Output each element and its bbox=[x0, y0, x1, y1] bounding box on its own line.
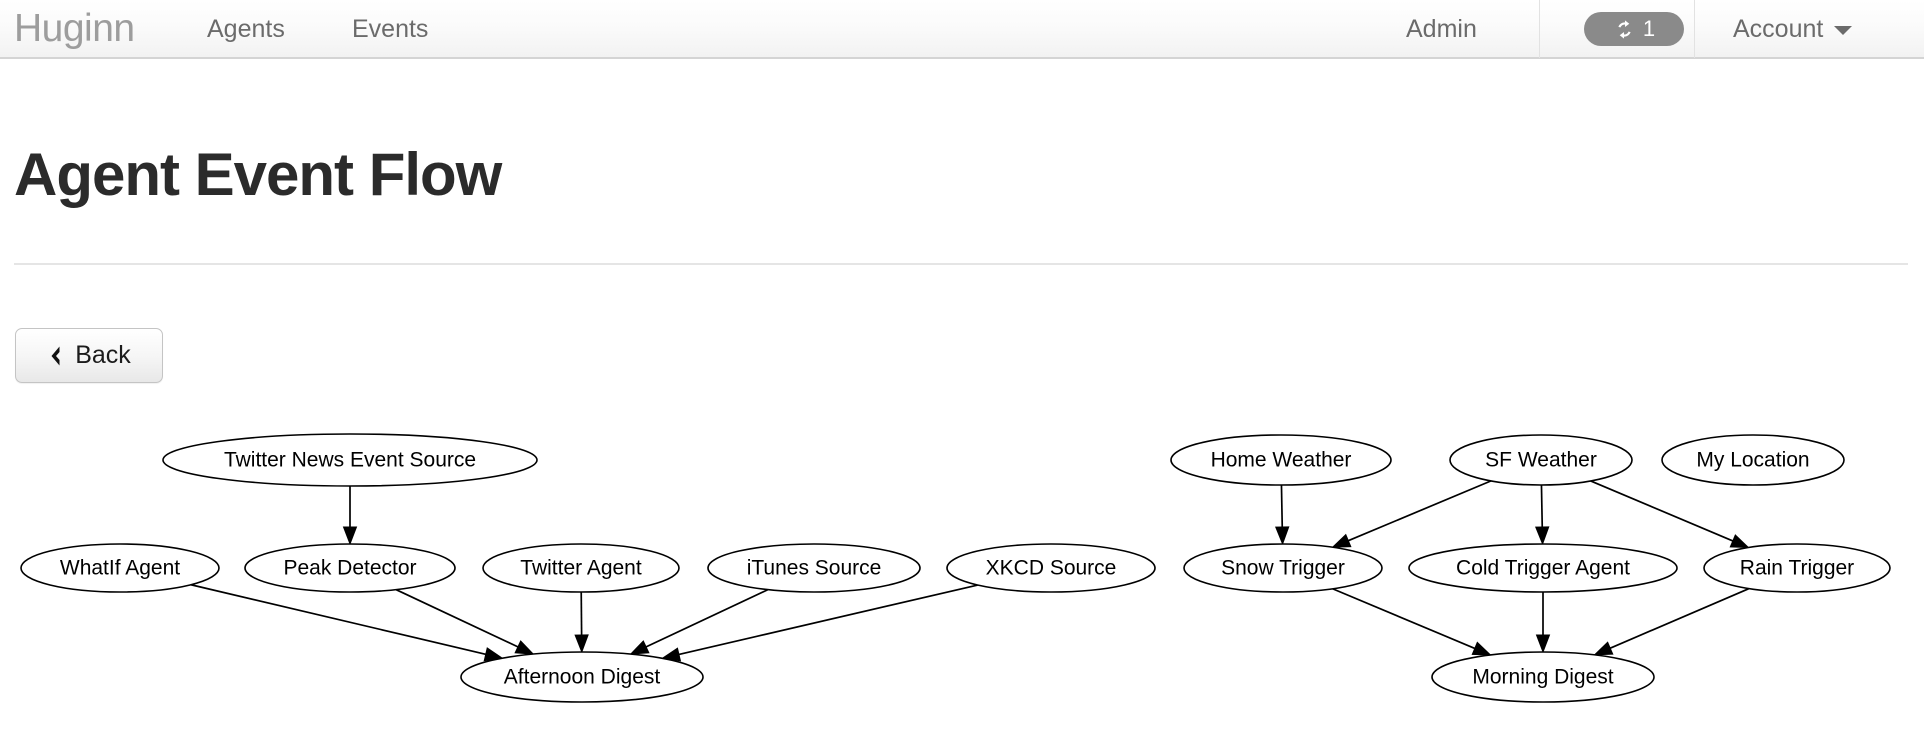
back-button[interactable]: Back bbox=[15, 328, 163, 383]
graph-node-itunes_source[interactable]: iTunes Source bbox=[707, 543, 921, 593]
graph-edge-arrowhead bbox=[514, 640, 535, 655]
graph-node-cold_trigger_agent[interactable]: Cold Trigger Agent bbox=[1408, 543, 1678, 593]
node-label: Morning Digest bbox=[1472, 666, 1613, 689]
node-label: Peak Detector bbox=[283, 557, 416, 580]
graph-edges bbox=[190, 480, 1750, 662]
graph-edge bbox=[1609, 587, 1750, 649]
graph-edge-arrowhead bbox=[1331, 533, 1352, 548]
node-label: iTunes Source bbox=[747, 557, 882, 580]
graph-node-rain_trigger[interactable]: Rain Trigger bbox=[1703, 543, 1891, 593]
graph-edge bbox=[1347, 480, 1492, 542]
graph-edge bbox=[395, 588, 519, 648]
graph-node-morning_digest[interactable]: Morning Digest bbox=[1431, 651, 1655, 703]
header-divider bbox=[14, 263, 1908, 265]
node-shape bbox=[482, 543, 680, 593]
navbar-divider-left bbox=[1539, 0, 1540, 58]
graph-node-twitter_agent[interactable]: Twitter Agent bbox=[482, 543, 680, 593]
brand-logo[interactable]: Huginn bbox=[14, 7, 135, 50]
node-label: My Location bbox=[1696, 449, 1809, 472]
graph-edge bbox=[1590, 480, 1734, 542]
worker-status-badge[interactable]: 1 bbox=[1584, 12, 1684, 46]
node-shape bbox=[1170, 434, 1392, 486]
node-label: XKCD Source bbox=[986, 557, 1117, 580]
node-shape bbox=[1661, 434, 1845, 486]
account-menu[interactable]: Account bbox=[1733, 8, 1853, 50]
nav-link-admin[interactable]: Admin bbox=[1406, 15, 1477, 43]
top-navbar: Huginn Agents Events Admin 1 Account bbox=[0, 0, 1924, 59]
nav-link-events[interactable]: Events bbox=[352, 15, 429, 43]
worker-count: 1 bbox=[1642, 16, 1656, 41]
node-label: WhatIf Agent bbox=[60, 557, 180, 580]
node-label: Twitter News Event Source bbox=[224, 449, 476, 472]
node-label: Rain Trigger bbox=[1740, 557, 1854, 580]
graph-node-home_weather[interactable]: Home Weather bbox=[1170, 434, 1392, 486]
graph-edge-arrowhead bbox=[1471, 641, 1492, 656]
graph-node-xkcd_source[interactable]: XKCD Source bbox=[946, 543, 1156, 593]
node-label: Cold Trigger Agent bbox=[1456, 557, 1630, 580]
graph-edge bbox=[190, 583, 486, 656]
node-shape bbox=[1703, 543, 1891, 593]
chevron-down-icon bbox=[1834, 25, 1853, 35]
node-label: Twitter Agent bbox=[520, 557, 642, 580]
graph-edge-arrowhead bbox=[342, 526, 358, 546]
graph-edge-arrowhead bbox=[1275, 526, 1290, 546]
node-shape bbox=[460, 651, 704, 703]
graph-edge-arrowhead bbox=[1729, 534, 1750, 549]
node-shape bbox=[946, 543, 1156, 593]
page-title: Agent Event Flow bbox=[14, 141, 502, 208]
node-shape bbox=[162, 433, 538, 487]
graph-edge-arrowhead bbox=[1535, 634, 1551, 654]
graph-edge bbox=[678, 584, 978, 656]
node-label: SF Weather bbox=[1485, 449, 1597, 472]
account-label: Account bbox=[1733, 15, 1824, 43]
graph-edge-arrowhead bbox=[629, 640, 650, 655]
graph-node-snow_trigger[interactable]: Snow Trigger bbox=[1183, 543, 1383, 593]
node-shape bbox=[1408, 543, 1678, 593]
node-shape bbox=[707, 543, 921, 593]
node-shape bbox=[20, 543, 220, 593]
nav-link-agents[interactable]: Agents bbox=[207, 15, 285, 43]
back-button-label: Back bbox=[75, 341, 131, 369]
graph-node-twitter_news_event_source[interactable]: Twitter News Event Source bbox=[162, 433, 538, 487]
graph-node-sf_weather[interactable]: SF Weather bbox=[1449, 434, 1633, 486]
refresh-icon bbox=[1613, 18, 1636, 41]
graph-node-whatif_agent[interactable]: WhatIf Agent bbox=[20, 543, 220, 593]
graph-node-my_location[interactable]: My Location bbox=[1661, 434, 1845, 486]
node-shape bbox=[244, 543, 456, 593]
graph-node-peak_detector[interactable]: Peak Detector bbox=[244, 543, 456, 593]
node-label: Snow Trigger bbox=[1221, 557, 1345, 580]
chevron-left-icon bbox=[47, 345, 63, 367]
graph-edge bbox=[1332, 587, 1476, 650]
node-label: Afternoon Digest bbox=[504, 666, 661, 689]
graph-edge-arrowhead bbox=[1593, 641, 1614, 656]
graph-node-afternoon_digest[interactable]: Afternoon Digest bbox=[460, 651, 704, 703]
node-label: Home Weather bbox=[1211, 449, 1352, 472]
graph-edge bbox=[645, 588, 769, 648]
navbar-divider-right bbox=[1694, 0, 1695, 58]
graph-edge-arrowhead bbox=[574, 634, 589, 654]
node-shape bbox=[1183, 543, 1383, 593]
node-shape bbox=[1449, 434, 1633, 486]
node-shape bbox=[1431, 651, 1655, 703]
graph-edge-arrowhead bbox=[1535, 526, 1550, 546]
graph-edge bbox=[1280, 484, 1284, 528]
graph-edge bbox=[1540, 484, 1544, 528]
